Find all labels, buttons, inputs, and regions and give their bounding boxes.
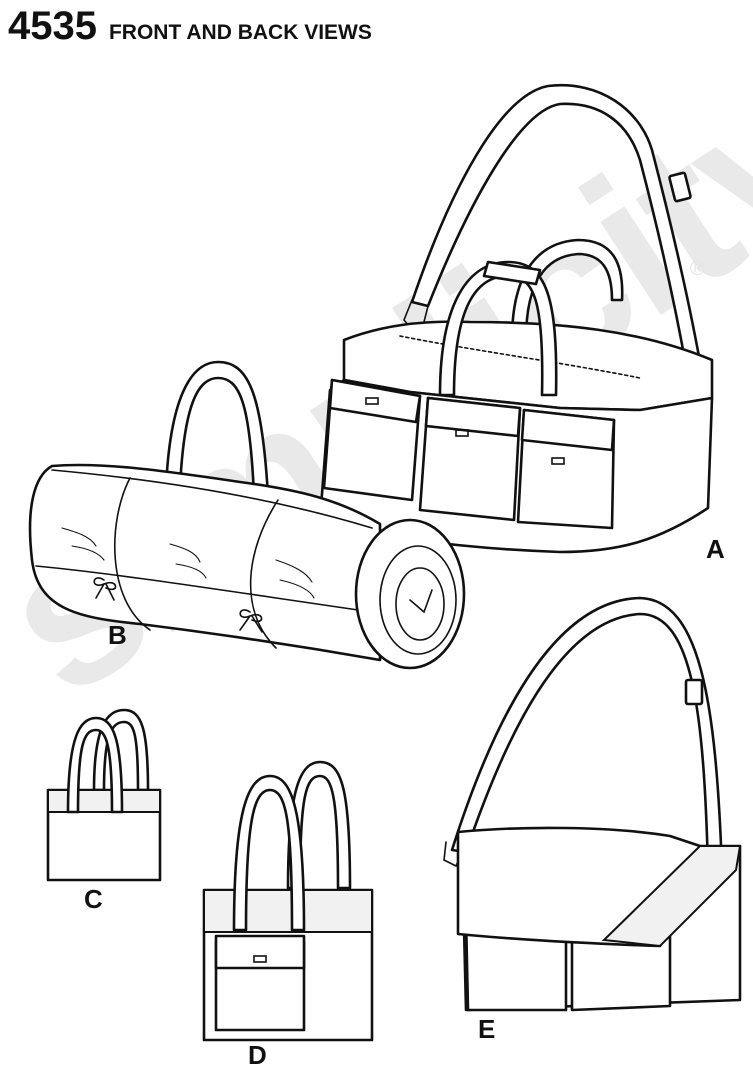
bag-view-d [202, 760, 374, 1042]
registered-mark: ® [690, 258, 705, 280]
roll-seam-b [35, 565, 373, 613]
wrinkle-3-b [169, 543, 201, 563]
wrinkle-5-b [275, 559, 313, 583]
strap-slider-e [684, 678, 704, 706]
pocket-flap-left-a [328, 378, 422, 424]
flap-edge-e [601, 845, 742, 948]
bag-view-a [318, 83, 714, 554]
pocket-label-center-a [455, 429, 469, 437]
view-label-e: E [478, 1014, 496, 1044]
header: 4535 FRONT AND BACK VIEWS [8, 4, 372, 49]
band-d [203, 889, 373, 933]
pocket-label-left-a [365, 397, 379, 405]
roll-spiral-1-b [379, 545, 457, 655]
bag-view-c [46, 708, 162, 882]
wrinkle-4-b [175, 563, 207, 579]
handle-front-d [232, 774, 306, 932]
pocket-label-right-a [551, 457, 565, 465]
roll-spiral-core-b [409, 589, 433, 614]
view-label-c: C [84, 884, 103, 914]
bow-right-b [239, 609, 263, 633]
page-title: FRONT AND BACK VIEWS [108, 21, 372, 44]
roll-top-edge-b [51, 469, 373, 529]
pocket-flap-d [214, 934, 306, 970]
top-panel-a [342, 320, 714, 412]
wrinkle-2-b [71, 545, 105, 561]
view-label-a: A [706, 534, 725, 564]
roll-spiral-2-b [395, 567, 445, 641]
pattern-number: 4535 [8, 4, 97, 48]
bag-view-b [28, 360, 466, 670]
front-handle-a [438, 260, 558, 397]
pocket-flap-right-a [520, 408, 616, 452]
tie-right-b [249, 499, 279, 649]
back-handle-a [510, 238, 624, 342]
bow-left-b [93, 577, 117, 601]
tie-left-b [113, 477, 151, 631]
handle-wrap-a [482, 260, 542, 286]
bag-view-e [443, 596, 742, 1012]
view-label-b: B [108, 620, 127, 650]
wrinkle-1-b [61, 527, 97, 547]
wrinkle-6-b [279, 579, 315, 599]
pocket-flap-center-a [424, 396, 522, 438]
pocket-label-d [253, 955, 267, 963]
strap-slider-a [668, 171, 692, 203]
view-label-d: D [248, 1040, 267, 1070]
handle-back-d [286, 760, 352, 890]
zipper-a [399, 335, 641, 379]
handle-front-c [66, 716, 124, 814]
roll-end-b [354, 518, 466, 670]
band-c [47, 789, 161, 813]
